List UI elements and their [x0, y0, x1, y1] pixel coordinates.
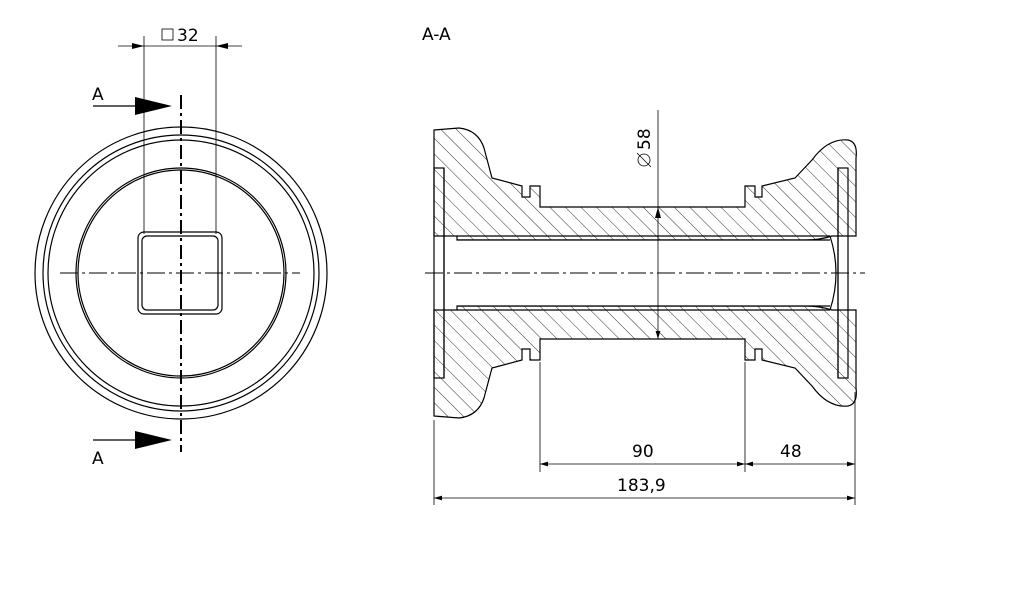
front-view: 32 A A: [34, 26, 328, 469]
square-dim-arrow-right: [216, 43, 228, 49]
diameter-dim-label: 58: [635, 128, 655, 150]
section-lower-half: [433, 305, 857, 419]
diameter-dim-arrow-top: [655, 207, 661, 218]
section-view: A-A 58 90: [422, 25, 865, 505]
dim-48-label: 48: [780, 442, 802, 462]
front-outer-circle-inner-edge: [42, 134, 320, 412]
section-mark-bottom: A: [92, 449, 104, 469]
dim-total-label: 183,9: [617, 476, 666, 496]
section-upper-half: [433, 127, 857, 241]
square-dim-arrow-left: [132, 43, 144, 49]
arrow-right-icon: [135, 431, 172, 449]
square-icon: [161, 28, 174, 41]
diameter-icon-slash: [636, 152, 652, 168]
section-mark-top: A: [92, 85, 104, 105]
diameter-icon: [637, 153, 651, 167]
section-title: A-A: [422, 25, 451, 45]
dim-90-label: 90: [632, 442, 654, 462]
arrow-right-icon: [135, 97, 172, 115]
square-dim-label: 32: [177, 26, 199, 46]
